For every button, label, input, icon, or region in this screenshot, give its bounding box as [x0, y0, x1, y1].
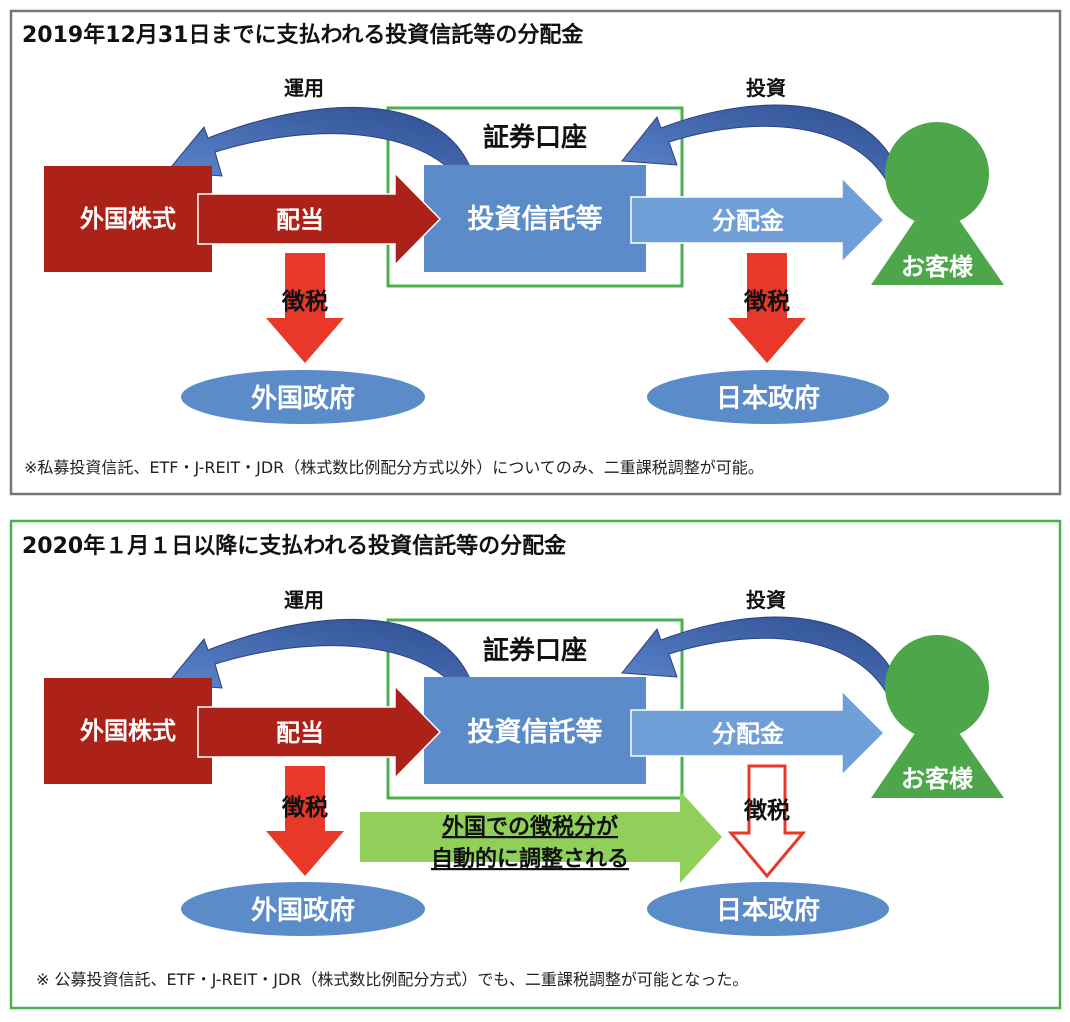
adjustment-arrow [360, 791, 722, 883]
securities-account-label: 証券口座 [483, 122, 587, 153]
japan-tax-arrow [728, 253, 806, 363]
distribution-label: 分配金 [712, 720, 785, 748]
panel-title: 2020年１月１日以降に支払われる投資信託等の分配金 [22, 533, 567, 559]
operation-label: 運用 [284, 588, 324, 612]
investment-label: 投資 [746, 76, 786, 100]
investment-curved-arrow [621, 104, 901, 181]
dividend-label: 配当 [276, 206, 324, 234]
dividend-arrow [197, 171, 442, 267]
japan-gov-label: 日本政府 [716, 895, 820, 926]
distribution-arrow [630, 176, 886, 264]
securities-account-label: 証券口座 [483, 635, 587, 666]
dividend-arrow [197, 684, 442, 780]
distribution-label: 分配金 [712, 207, 785, 235]
foreign-tax-arrow [266, 766, 344, 876]
foreign-stock-label: 外国株式 [80, 717, 176, 745]
foreign-gov-label: 外国政府 [251, 383, 355, 414]
fund-box [424, 677, 646, 784]
japan-tax-label: 徴税 [743, 288, 790, 315]
fund-label: 投資信託等 [468, 716, 603, 748]
panel-2019: 2019年12月31日までに支払われる投資信託等の分配金 証券口座 運用 投資 … [9, 9, 1062, 496]
adjustment-line-2: 自動的に調整される [431, 846, 629, 872]
panel-title: 2019年12月31日までに支払われる投資信託等の分配金 [22, 22, 584, 48]
investment-curved-arrow [621, 616, 901, 693]
operation-label: 運用 [284, 76, 324, 100]
japan-gov-label: 日本政府 [716, 383, 820, 414]
foreign-gov-ellipse [181, 882, 425, 936]
foreign-tax-label: 徴税 [281, 794, 328, 821]
foreign-gov-ellipse [181, 370, 425, 424]
customer-label: お客様 [901, 253, 974, 281]
adjustment-line-1: 外国での徴税分が [442, 814, 618, 840]
dividend-label: 配当 [276, 719, 324, 747]
customer-person-icon [871, 122, 1004, 285]
foreign-stock-label: 外国株式 [80, 205, 176, 233]
customer-person-icon [871, 635, 1004, 798]
fund-box [424, 165, 646, 272]
japan-tax-outline-arrow [727, 764, 807, 879]
footnote: ※ 公募投資信託、ETF・J-REIT・JDR（株式数比例配分方式）でも、二重課… [36, 970, 748, 989]
investment-label: 投資 [746, 588, 786, 612]
footnote: ※私募投資信託、ETF・J-REIT・JDR（株式数比例配分方式以外）についての… [24, 458, 764, 477]
customer-label: お客様 [901, 765, 974, 793]
japan-gov-ellipse [647, 370, 889, 424]
operation-curved-arrow [166, 618, 475, 693]
foreign-stock-box [44, 678, 212, 784]
foreign-stock-box [44, 166, 212, 272]
japan-tax-label: 徴税 [743, 797, 790, 824]
foreign-tax-label: 徴税 [281, 288, 328, 315]
distribution-arrow [630, 689, 886, 777]
foreign-tax-arrow [266, 253, 344, 363]
operation-curved-arrow [166, 106, 475, 181]
panel-2020: 2020年１月１日以降に支払われる投資信託等の分配金 証券口座 運用 投資 外国… [9, 519, 1062, 1010]
japan-gov-ellipse [647, 882, 889, 936]
foreign-gov-label: 外国政府 [251, 895, 355, 926]
fund-label: 投資信託等 [468, 203, 603, 235]
